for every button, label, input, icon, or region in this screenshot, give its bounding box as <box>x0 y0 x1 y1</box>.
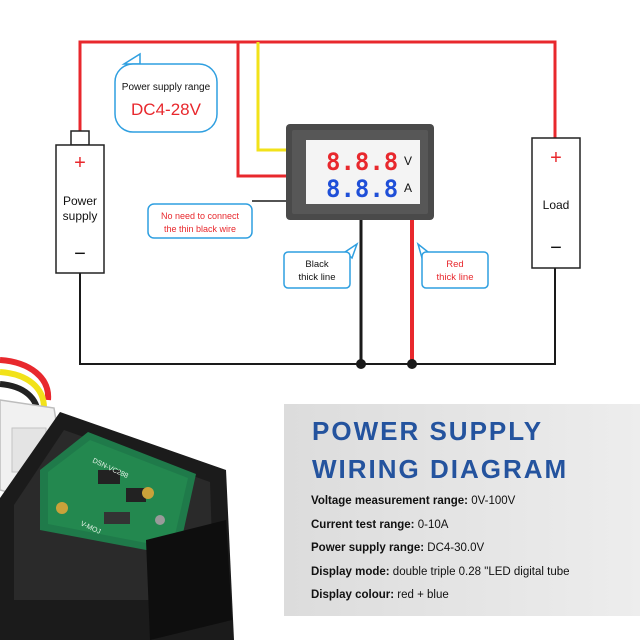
current-display: 8.8.8 <box>326 175 398 203</box>
thin-wire-note-1: No need to connect <box>161 211 240 221</box>
spec-label: Current test range: <box>311 518 415 531</box>
meter-board-photo: DSN-VC288 V-MOJ <box>0 357 234 640</box>
voltage-display: 8.8.8 <box>326 148 398 176</box>
spec-value: double triple 0.28 "LED digital tube <box>389 565 570 578</box>
spec-value: 0V-100V <box>468 495 516 507</box>
power-supply-minus: − <box>74 243 86 265</box>
spec-label: Display mode: <box>311 565 390 578</box>
red-line-label-2: thick line <box>437 272 474 283</box>
supply-range-value: DC4-28V <box>131 100 202 119</box>
spec-row: Voltage measurement range: 0V-100V <box>311 490 636 514</box>
yellow-wire <box>256 42 287 152</box>
black-wire-junction <box>356 359 366 369</box>
red-line-callout: Red thick line <box>416 241 489 289</box>
power-supply: + Power supply − <box>55 130 105 274</box>
power-supply-label-1: Power <box>63 194 97 208</box>
spec-row: Power supply range: DC4-30.0V <box>311 537 636 561</box>
power-supply-plus: + <box>74 152 86 174</box>
spec-label: Display colour: <box>311 589 395 601</box>
black-wire-return <box>79 268 556 365</box>
black-line-callout: Black thick line <box>283 242 359 289</box>
spec-value: DC4-30.0V <box>424 542 485 554</box>
spec-panel: POWER SUPPLY WIRING DIAGRAM Voltage meas… <box>284 404 640 616</box>
spec-row: Display colour: red + blue <box>311 584 636 608</box>
black-line-label-1: Black <box>305 259 328 270</box>
spec-label: Power supply range: <box>311 542 425 554</box>
volt-unit: V <box>404 154 412 168</box>
spec-value: 0-10A <box>414 518 449 531</box>
amp-unit: A <box>404 181 412 195</box>
red-wire-junction <box>407 359 417 369</box>
power-supply-label-2: supply <box>63 209 98 223</box>
thin-wire-callout: No need to connect the thin black wire <box>147 203 253 239</box>
load-label: Load <box>543 198 570 212</box>
black-line-label-2: thick line <box>299 272 336 283</box>
supply-range-title: Power supply range <box>122 82 211 93</box>
spec-title-line-1: POWER SUPPLY <box>312 416 544 446</box>
spec-title-line-2: WIRING DIAGRAM <box>312 454 569 484</box>
spec-row: Current test range: 0-10A <box>311 514 636 538</box>
load-minus: − <box>550 237 562 259</box>
thin-wire-note-2: the thin black wire <box>164 224 236 234</box>
spec-row: Display mode: double triple 0.28 "LED di… <box>311 561 636 585</box>
load: + Load − <box>531 137 581 269</box>
load-plus: + <box>550 147 562 169</box>
voltmeter-ammeter: 8.8.8 8.8.8 V A <box>286 124 434 220</box>
red-wire-supply-to-load <box>78 40 557 138</box>
red-line-label-1: Red <box>446 259 463 270</box>
spec-list: Voltage measurement range: 0V-100V Curre… <box>311 490 636 608</box>
red-wire-to-meter <box>236 42 287 178</box>
supply-range-callout: Power supply range DC4-28V <box>114 52 218 133</box>
spec-label: Voltage measurement range: <box>311 495 469 507</box>
spec-value: red + blue <box>394 589 449 601</box>
